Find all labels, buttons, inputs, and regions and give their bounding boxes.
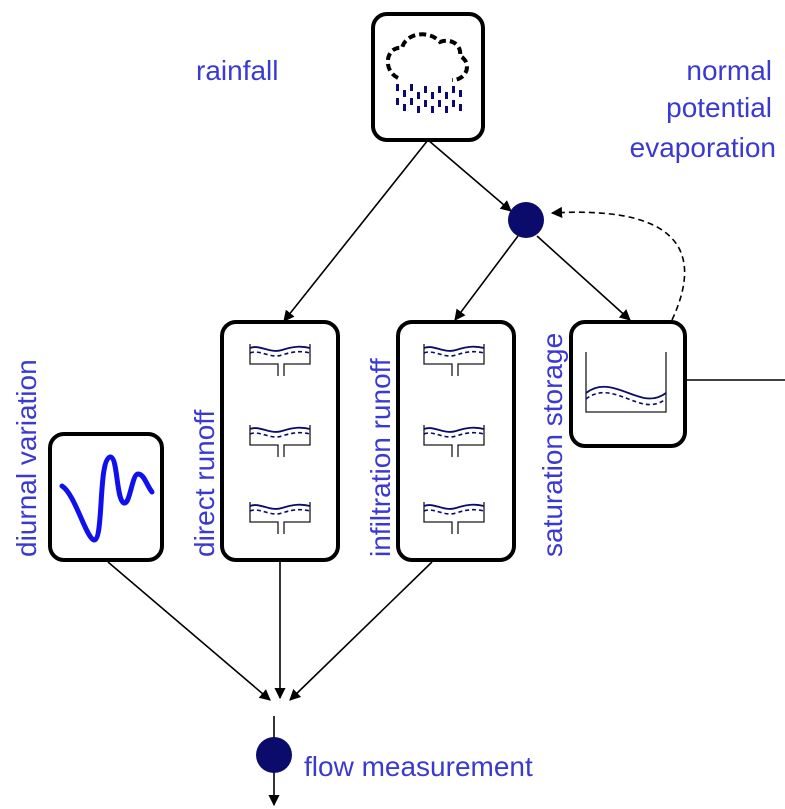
edge-infiltration-merge [289,561,433,701]
rain-cloud-icon [386,32,469,113]
saturation-storage-box [569,320,687,448]
edge-diurnal-merge [107,561,271,701]
rainfall-label: rainfall [196,55,278,86]
edge-evap-node-infiltration [454,235,519,321]
evaporation-label-line1: normal [686,55,772,86]
evaporation-node [508,202,544,238]
evaporation-label-line3: evaporation [630,132,776,163]
diurnal-variation-label: diurnal variation [11,359,42,557]
edge-evap-node-saturation [536,235,631,321]
rainfall-box [371,12,485,142]
diurnal-variation-box [48,432,164,562]
tank-icon [585,352,667,413]
flow-measurement-label: flow measurement [304,751,533,782]
flow-measurement-node [256,737,292,773]
edge-rainfall-evap-node [427,139,512,212]
edge-saturation-evaporation-feedback [550,206,686,321]
evaporation-label-line2: potential [666,92,772,123]
wave-signal-icon [59,454,155,543]
direct-runoff-box [220,320,340,562]
direct-runoff-label: direct runoff [189,409,220,557]
infiltration-runoff-box [396,320,516,562]
saturation-storage-label: saturation storage [537,333,568,557]
infiltration-runoff-label: infiltration runoff [365,358,396,557]
edge-rainfall-direct-runoff [283,139,429,322]
